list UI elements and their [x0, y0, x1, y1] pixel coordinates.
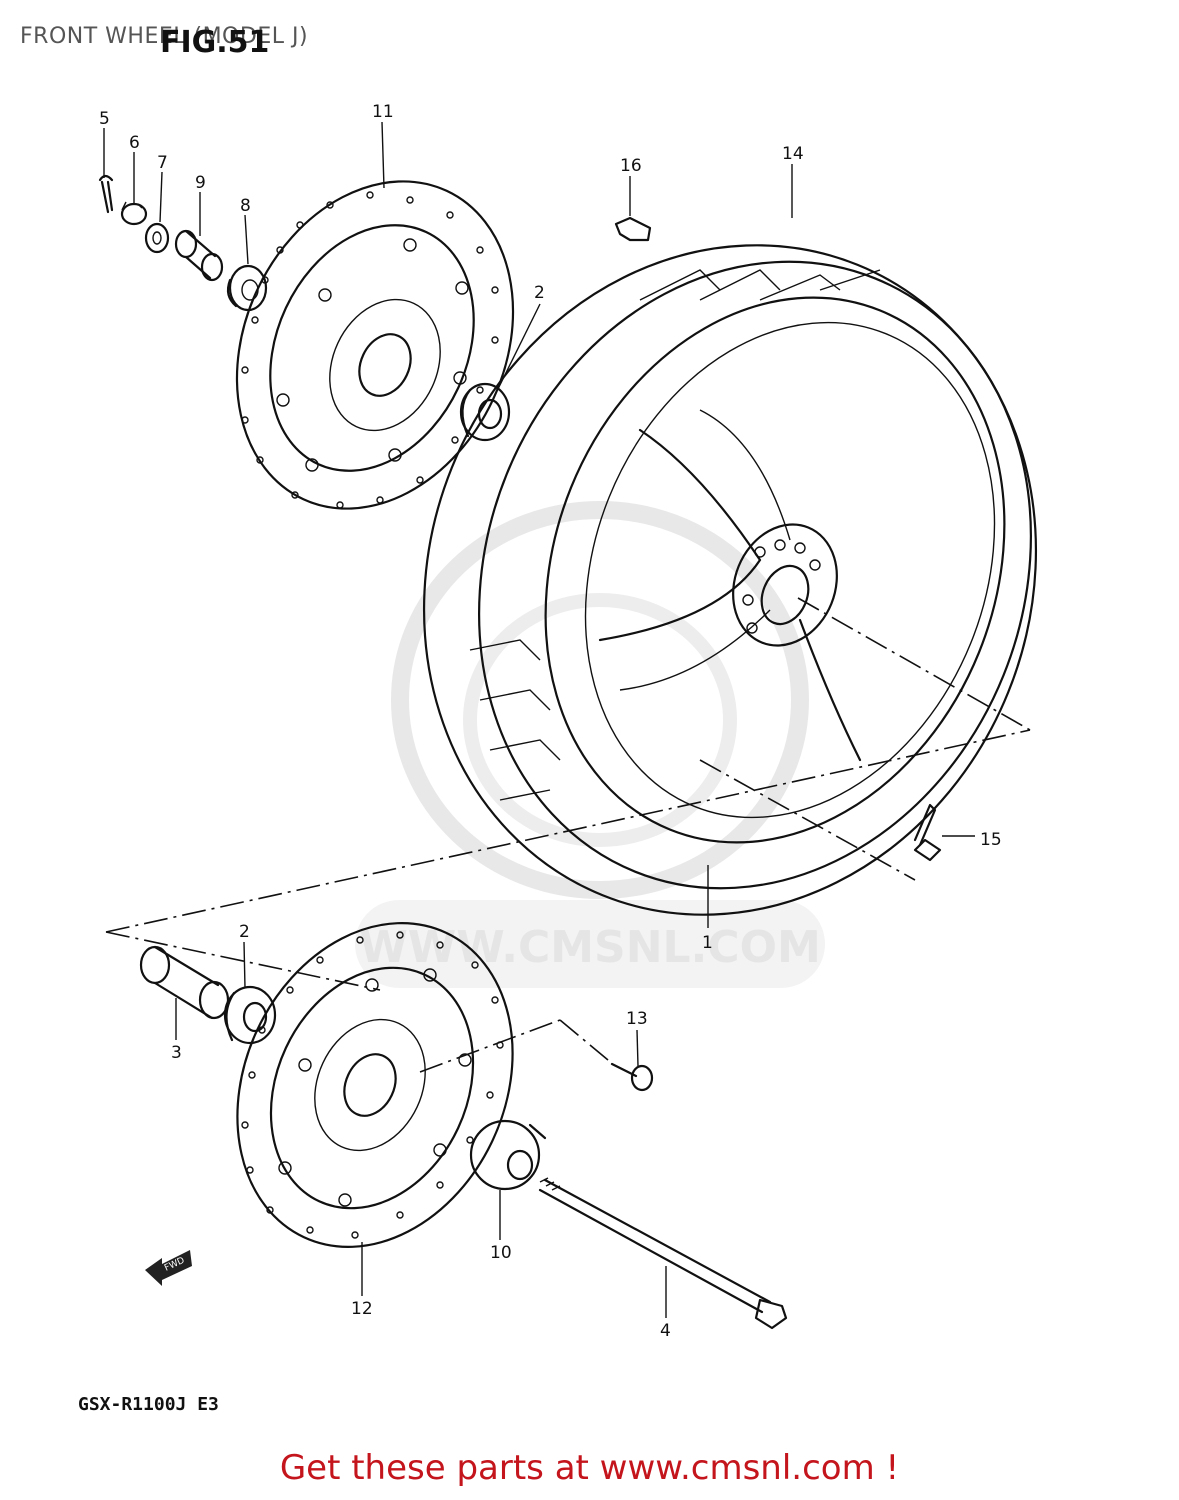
- tire-valve[interactable]: [913, 803, 942, 862]
- cable-clamp[interactable]: [614, 216, 652, 242]
- part-label-6[interactable]: 6: [129, 133, 140, 153]
- watermark-text: WWW.CMSNL.COM: [359, 922, 821, 973]
- part-label-1[interactable]: 1: [702, 933, 713, 953]
- cotter-pin[interactable]: [98, 174, 114, 214]
- disc-bolt[interactable]: [610, 1062, 654, 1092]
- wheel-bearing-upper[interactable]: [459, 382, 511, 442]
- part-label-9[interactable]: 9: [195, 173, 206, 193]
- front-axle[interactable]: [538, 1177, 788, 1330]
- dust-seal[interactable]: [226, 264, 268, 312]
- fwd-direction-arrow: FWD: [145, 1250, 192, 1286]
- speedometer-gearbox[interactable]: [469, 1119, 547, 1191]
- model-code: GSX-R1100J E3: [78, 1394, 219, 1415]
- part-label-7[interactable]: 7: [157, 153, 168, 173]
- get-parts-link[interactable]: Get these parts at www.cmsnl.com !: [279, 1448, 900, 1488]
- part-label-12[interactable]: 12: [351, 1299, 373, 1319]
- wheel-bearing-lower[interactable]: [223, 985, 277, 1045]
- washer[interactable]: [144, 222, 170, 254]
- part-label-11[interactable]: 11: [372, 102, 394, 122]
- axle-spacer[interactable]: [139, 945, 230, 1020]
- part-label-4[interactable]: 4: [660, 1321, 671, 1341]
- part-label-8[interactable]: 8: [240, 196, 251, 216]
- part-label-13[interactable]: 13: [626, 1009, 648, 1029]
- part-label-5[interactable]: 5: [99, 109, 110, 129]
- figure-number: FIG.51: [160, 25, 269, 60]
- part-label-14[interactable]: 14: [782, 144, 804, 164]
- part-number-labels: 5 6 7 9 8 11 2 16 14 1 15 2 3 13 10 12 4: [99, 102, 1002, 1341]
- part-label-2-lower[interactable]: 2: [239, 922, 250, 942]
- page-title: FRONT WHEEL (MODEL J): [20, 24, 309, 49]
- leader-lines: [103, 121, 975, 1318]
- part-label-3[interactable]: 3: [171, 1043, 182, 1063]
- castle-nut[interactable]: [120, 201, 148, 226]
- part-label-2-upper[interactable]: 2: [534, 283, 545, 303]
- part-label-16[interactable]: 16: [620, 156, 642, 176]
- part-label-15[interactable]: 15: [980, 830, 1002, 850]
- spacer-collar[interactable]: [174, 229, 224, 282]
- front-wheel-assembly[interactable]: [324, 152, 1135, 1007]
- part-label-10[interactable]: 10: [490, 1243, 512, 1263]
